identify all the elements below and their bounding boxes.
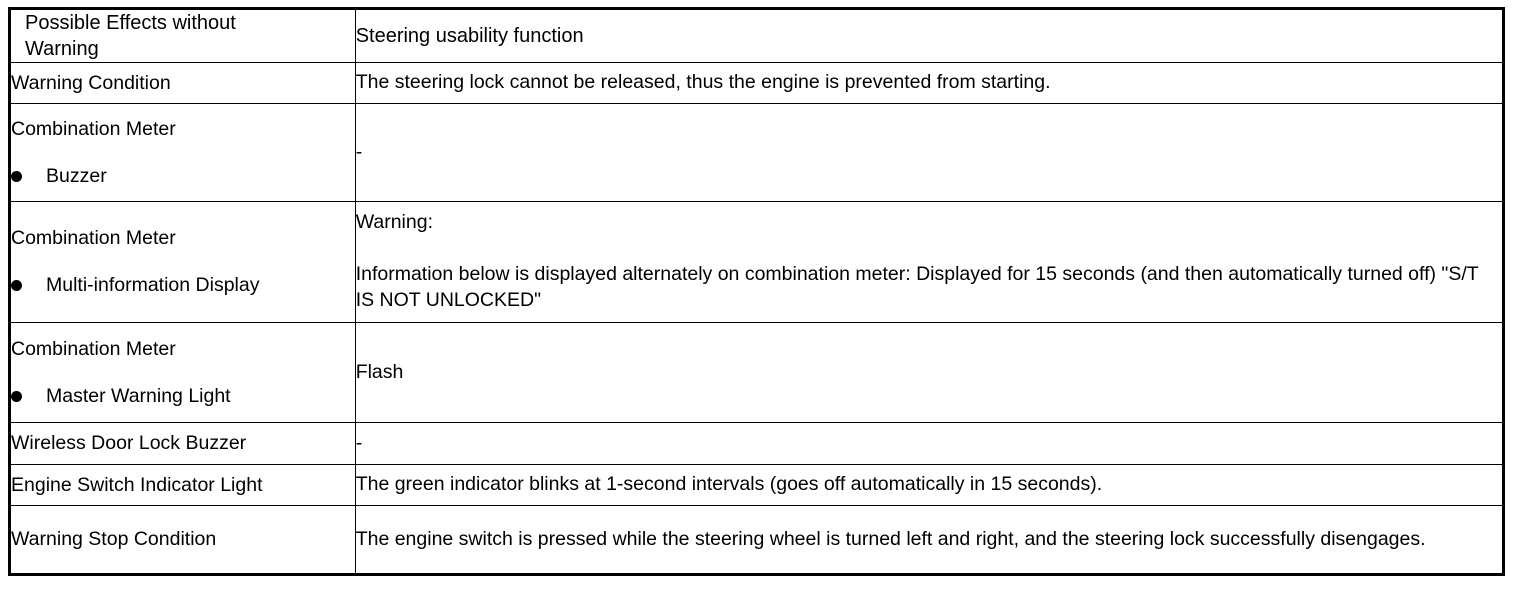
row-value-combination-meter-multi-information-display: Warning: Information below is displayed … (354, 201, 1505, 323)
row-label-wireless-door-lock-buzzer: Wireless Door Lock Buzzer (9, 422, 356, 465)
row-label-text: Engine Switch Indicator Light (11, 473, 263, 496)
row-value-text: The steering lock cannot be released, th… (355, 71, 1051, 94)
row-sublabel-text: Multi-information Display (46, 274, 260, 296)
row-value-text: The engine switch is pressed while the s… (355, 527, 1426, 550)
row-label-group: Combination Meter Buzzer (11, 117, 355, 189)
table-row: Warning Stop Condition The engine switch… (9, 505, 1505, 575)
column-header-line-2: Warning (25, 38, 99, 60)
table-row: Engine Switch Indicator Light The green … (9, 464, 1505, 506)
row-value-engine-switch-indicator-light: The green indicator blinks at 1-second i… (354, 464, 1505, 506)
table-row: Wireless Door Lock Buzzer - (9, 422, 1505, 465)
row-value-text: - (355, 140, 363, 163)
table-row: Combination Meter Buzzer - (9, 103, 1505, 202)
bullet-icon (11, 280, 22, 292)
row-label-text: Wireless Door Lock Buzzer (11, 432, 247, 455)
row-label-text: Combination Meter (11, 117, 176, 140)
row-value-text: Information below is displayed alternate… (355, 263, 1479, 311)
row-value-text: The green indicator blinks at 1-second i… (355, 473, 1103, 496)
column-header-line-1: Possible Effects without (25, 12, 236, 34)
table-row: Combination Meter Master Warning Light F… (9, 322, 1505, 423)
row-label-text: Combination Meter (11, 337, 176, 360)
table-header-row: Possible Effects without Warning Steerin… (9, 8, 1505, 63)
column-header-steering-usability-function: Steering usability function (354, 8, 1505, 63)
table-row: Combination Meter Multi-information Disp… (9, 201, 1505, 323)
specification-table: Possible Effects without Warning Steerin… (8, 7, 1505, 576)
row-sublabel-text: Buzzer (46, 164, 107, 187)
row-label-combination-meter-multi-information-display: Combination Meter Multi-information Disp… (9, 201, 356, 323)
row-label-group: Combination Meter Master Warning Light (11, 337, 355, 409)
value-spacer (356, 236, 1502, 262)
row-label-text: Warning Stop Condition (11, 528, 217, 551)
row-label-text: Warning Condition (11, 71, 171, 94)
row-value-warning-condition: The steering lock cannot be released, th… (354, 62, 1505, 104)
row-label-warning-stop-condition: Warning Stop Condition (9, 505, 356, 575)
row-sublabel-multi-information-display: Multi-information Display (11, 273, 355, 298)
row-sublabel-master-warning-light: Master Warning Light (11, 384, 355, 409)
row-label-warning-condition: Warning Condition (9, 62, 356, 104)
bullet-icon (11, 390, 22, 402)
row-label-combination-meter-buzzer: Combination Meter Buzzer (9, 103, 356, 202)
table-row: Warning Condition The steering lock cann… (9, 62, 1505, 104)
row-value-group: Warning: Information below is displayed … (356, 210, 1502, 314)
row-label-engine-switch-indicator-light: Engine Switch Indicator Light (9, 464, 356, 506)
row-value-text: Flash (355, 360, 404, 383)
row-value-wireless-door-lock-buzzer: - (354, 422, 1505, 465)
column-header-possible-effects: Possible Effects without Warning (9, 8, 356, 63)
row-sublabel-buzzer: Buzzer (11, 164, 355, 189)
row-value-text: - (355, 431, 363, 454)
row-value-combination-meter-buzzer: - (354, 103, 1505, 202)
row-value-heading: Warning: (355, 211, 433, 234)
row-label-combination-meter-master-warning-light: Combination Meter Master Warning Light (9, 322, 356, 423)
row-sublabel-text: Master Warning Light (46, 384, 231, 407)
row-label-group: Combination Meter Multi-information Disp… (11, 226, 355, 298)
row-value-warning-stop-condition: The engine switch is pressed while the s… (354, 505, 1505, 575)
row-label-text: Combination Meter (11, 227, 176, 250)
row-value-combination-meter-master-warning-light: Flash (354, 322, 1505, 423)
bullet-icon (11, 170, 22, 182)
